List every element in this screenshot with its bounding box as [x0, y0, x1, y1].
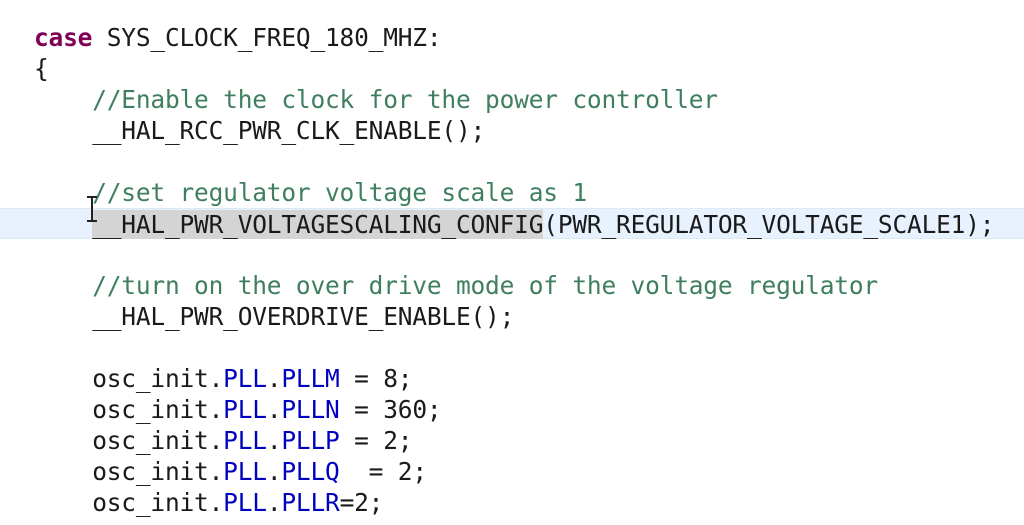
code-token-comment: //Enable the clock for the power control… — [34, 85, 718, 114]
code-token-field: PLLP — [281, 426, 340, 455]
code-token-plain: (PWR_REGULATOR_VOLTAGE_SCALE1); — [543, 210, 995, 239]
code-token-plain: . — [266, 426, 282, 455]
code-line[interactable]: osc_init.PLL.PLLR=2; — [0, 487, 1024, 518]
code-token-plain: . — [266, 364, 282, 393]
code-token-plain: osc_init. — [34, 457, 224, 486]
code-token-plain: osc_init. — [34, 364, 224, 393]
code-line[interactable]: __HAL_RCC_PWR_CLK_ENABLE(); — [0, 115, 1024, 146]
code-token-plain: osc_init. — [34, 488, 224, 517]
code-line[interactable]: //Enable the clock for the power control… — [0, 84, 1024, 115]
selected-text: __HAL_PWR_VOLTAGESCALING_CONFIG — [92, 210, 544, 239]
code-token-field: PLL — [223, 488, 267, 517]
code-line[interactable]: osc_init.PLL.PLLN = 360; — [0, 394, 1024, 425]
code-token-keyword: case — [34, 23, 93, 52]
code-token-plain: SYS_CLOCK_FREQ_180_MHZ: — [92, 23, 442, 52]
code-token-plain — [34, 210, 92, 239]
code-line[interactable]: __HAL_PWR_OVERDRIVE_ENABLE(); — [0, 301, 1024, 332]
code-token-plain: . — [266, 457, 282, 486]
code-token-field: PLLN — [281, 395, 340, 424]
code-line[interactable] — [0, 332, 1024, 363]
text-cursor-icon — [87, 194, 97, 224]
code-token-field: PLL — [223, 364, 267, 393]
code-token-field: PLLM — [281, 364, 340, 393]
code-token-plain: { — [34, 54, 49, 83]
code-token-plain: __HAL_PWR_OVERDRIVE_ENABLE(); — [34, 302, 515, 331]
code-token-plain: = 2; — [339, 426, 413, 455]
code-token-plain: osc_init. — [34, 395, 224, 424]
code-token-comment: //turn on the over drive mode of the vol… — [34, 271, 878, 300]
code-line[interactable] — [0, 146, 1024, 177]
code-token-plain: = 2; — [339, 457, 427, 486]
code-token-plain: __HAL_RCC_PWR_CLK_ENABLE(); — [34, 116, 486, 145]
code-line[interactable] — [0, 239, 1024, 270]
code-line[interactable]: //set regulator voltage scale as 1 — [0, 177, 1024, 208]
code-line[interactable]: { — [0, 53, 1024, 84]
code-token-plain: . — [266, 395, 282, 424]
code-token-plain: osc_init. — [34, 426, 224, 455]
code-line[interactable]: osc_init.PLL.PLLM = 8; — [0, 363, 1024, 394]
code-token-field: PLLR — [281, 488, 340, 517]
code-token-field: PLL — [223, 457, 267, 486]
code-line[interactable]: case SYS_CLOCK_FREQ_180_MHZ: — [0, 22, 1024, 53]
code-line[interactable]: //turn on the over drive mode of the vol… — [0, 270, 1024, 301]
current-code-line[interactable]: __HAL_PWR_VOLTAGESCALING_CONFIG(PWR_REGU… — [0, 208, 1024, 239]
code-token-plain: . — [266, 488, 282, 517]
code-token-comment: //set regulator voltage scale as 1 — [34, 178, 587, 207]
code-token-plain: =2; — [339, 488, 384, 517]
code-token-field: PLL — [223, 426, 267, 455]
code-token-plain: = 8; — [339, 364, 413, 393]
code-token-plain: = 360; — [339, 395, 442, 424]
code-token-field: PLL — [223, 395, 267, 424]
code-line[interactable]: osc_init.PLL.PLLQ = 2; — [0, 456, 1024, 487]
code-token-field: PLLQ — [281, 457, 340, 486]
code-line[interactable]: osc_init.PLL.PLLP = 2; — [0, 425, 1024, 456]
